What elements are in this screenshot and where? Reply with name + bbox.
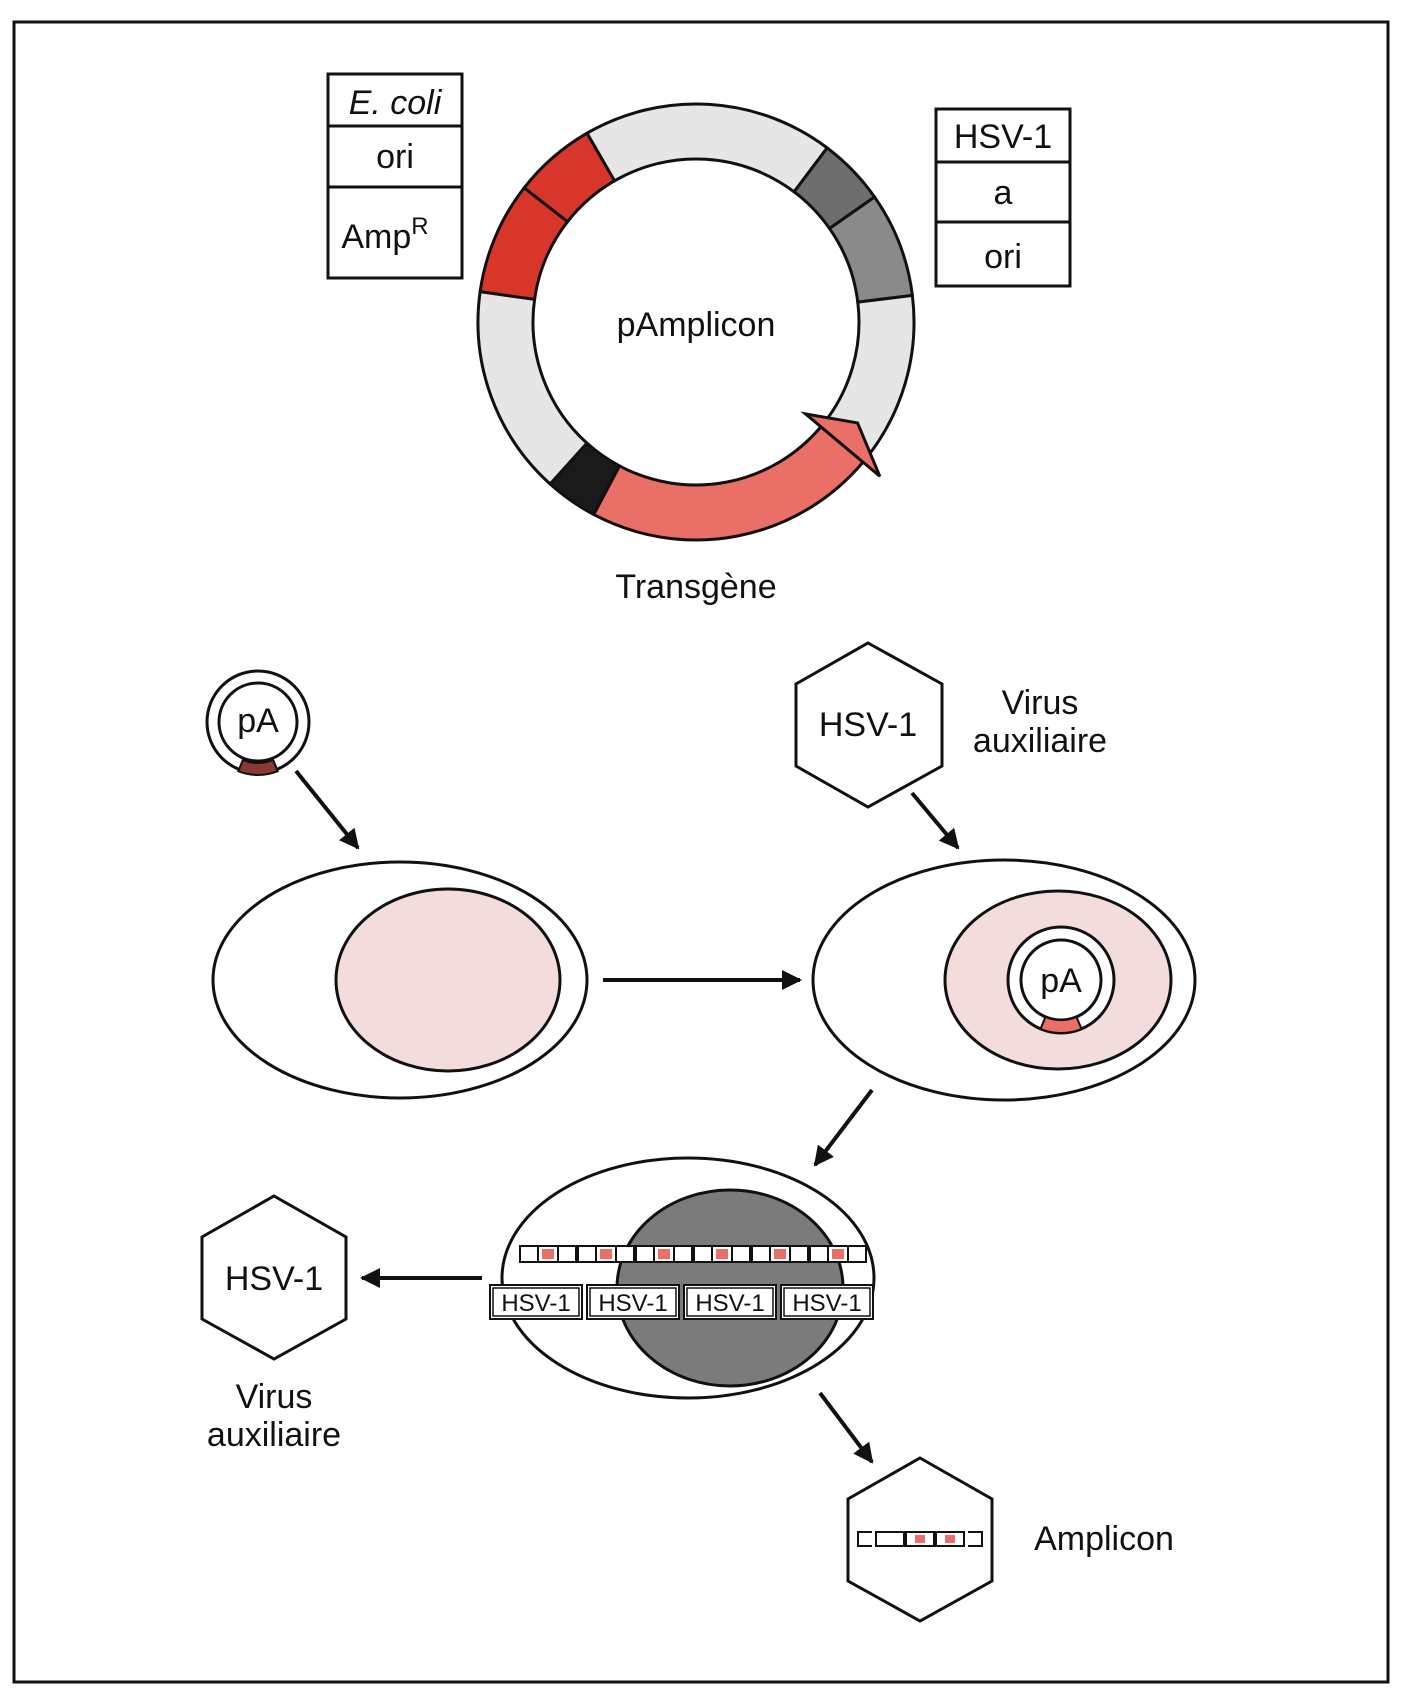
- amplicon-virion-hexagon: [846, 1456, 994, 1623]
- hsv1-genomes: HSV-1 HSV-1 HSV-1 HSV-1: [489, 1284, 874, 1320]
- small-plasmid-label: pA: [237, 702, 279, 740]
- hsv1-ori-label: ori: [984, 238, 1022, 276]
- hsv1-genome-label: HSV-1: [501, 1290, 570, 1317]
- concatemer-transgene: [832, 1249, 844, 1259]
- concatemer-transgene: [716, 1249, 728, 1259]
- hsv1-a-label: a: [994, 174, 1013, 212]
- nucleus-plasmid-label: pA: [1040, 962, 1082, 1000]
- figure-frame: [12, 20, 1390, 1684]
- ecoli-elements-box: E. coli ori AmpR: [326, 72, 464, 280]
- hsv1-genome-inner: [492, 1287, 580, 1317]
- helper-caption-line2: auxiliaire: [973, 722, 1107, 760]
- helper-virus-label: HSV-1: [819, 706, 917, 744]
- released-virus-hexagon: HSV-1: [200, 1194, 348, 1361]
- released-caption-line2: auxiliaire: [207, 1416, 341, 1454]
- amp-text: Amp: [341, 218, 411, 256]
- nucleus-plasmid-transgene: [1039, 1015, 1083, 1034]
- arrow-amplicon-release: [818, 1391, 874, 1464]
- released-virus-label: HSV-1: [225, 1260, 323, 1298]
- ring-transgene: [591, 424, 866, 542]
- ampr-label: AmpR: [341, 213, 428, 256]
- hsv1-genome-box: [586, 1284, 680, 1320]
- hsv1-genome-inner: [783, 1287, 871, 1317]
- arrow-transfection: [294, 769, 360, 850]
- amp-superscript: R: [411, 213, 428, 240]
- transgene-arrowhead: [800, 411, 882, 478]
- hsv1-elements-box: HSV-1 a ori: [934, 107, 1072, 288]
- amplicon-label: Amplicon: [1034, 1520, 1174, 1558]
- hsv1-genome-box: [489, 1284, 583, 1320]
- plasmid-map: [476, 102, 916, 542]
- ecoli-ori-label: ori: [376, 138, 414, 176]
- ring-ecoli-ori: [522, 131, 617, 224]
- concatemer-transgene: [658, 1249, 670, 1259]
- amplicon-end-left: [857, 1531, 872, 1547]
- concatemer-transgene: [600, 1249, 612, 1259]
- released-caption-line1: Virus: [236, 1378, 313, 1416]
- amplicon-end-right: [968, 1531, 983, 1547]
- helper-caption-line1: Virus: [1002, 684, 1079, 722]
- hsv1-genome-label: HSV-1: [792, 1290, 861, 1317]
- small-plasmid-pa: pA: [205, 669, 311, 776]
- cell-superinfected: pA: [811, 858, 1197, 1102]
- amplicon-insert: [857, 1531, 983, 1547]
- ecoli-box-title: E. coli: [349, 84, 443, 122]
- nucleus-1: [334, 887, 562, 1073]
- hsv1-genome-label: HSV-1: [695, 1290, 764, 1317]
- hsv1-genome-label: HSV-1: [598, 1290, 667, 1317]
- hsv1-box-title: HSV-1: [954, 118, 1052, 156]
- arrow-replication: [813, 1088, 874, 1167]
- hsv1-genome-box: [780, 1284, 874, 1320]
- amplicon-unit: [875, 1531, 905, 1547]
- hsv1-genome-inner: [686, 1287, 774, 1317]
- hsv1-genome-box: [683, 1284, 777, 1320]
- cell-replicating: HSV-1 HSV-1 HSV-1 HSV-1: [489, 1156, 876, 1400]
- small-plasmid-transgene: [236, 758, 280, 776]
- transgene-label: Transgène: [615, 568, 776, 606]
- concatemer-transgene: [774, 1249, 786, 1259]
- helper-virus-hexagon: HSV-1: [794, 641, 944, 809]
- arrow-superinfection: [910, 791, 960, 850]
- concatemer-transgene: [542, 1249, 554, 1259]
- cell-transfected: [211, 860, 589, 1100]
- hsv1-genome-inner: [589, 1287, 677, 1317]
- amplicon-concatemer: [519, 1245, 867, 1263]
- ring-backbone-left: [476, 289, 590, 487]
- ring-backbone-top: [584, 102, 830, 194]
- amplicon-transgene: [945, 1535, 955, 1543]
- amplicon-transgene: [915, 1535, 925, 1543]
- plasmid-name: pAmplicon: [617, 306, 776, 344]
